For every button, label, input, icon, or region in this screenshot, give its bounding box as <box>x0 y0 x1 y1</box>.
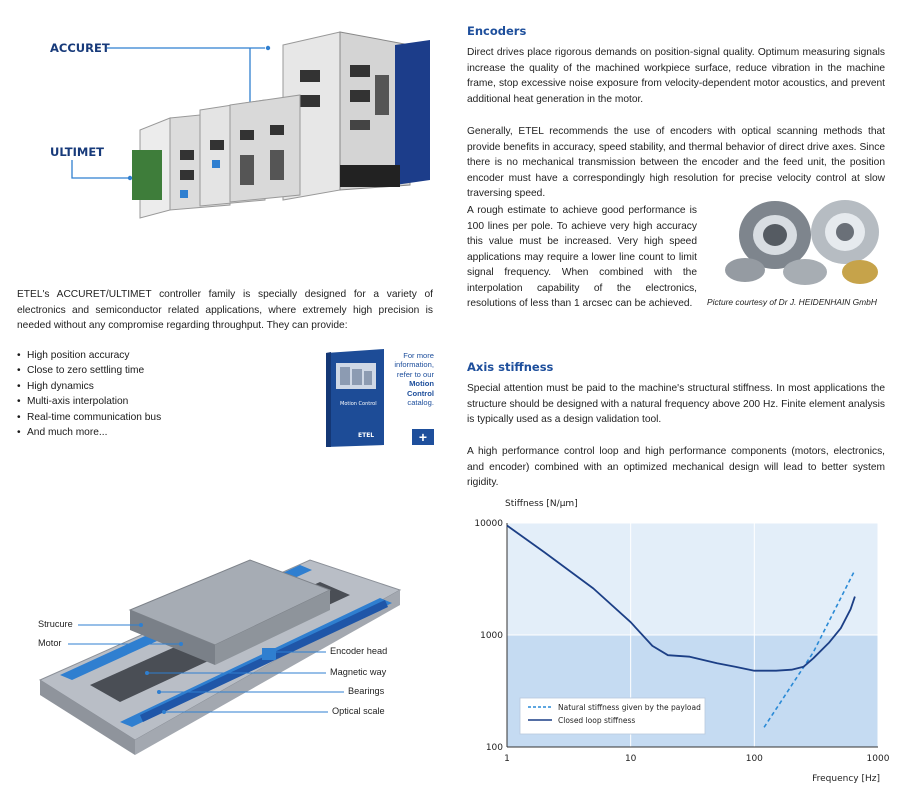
list-item: Multi-axis interpolation <box>17 394 237 409</box>
list-item: Close to zero settling time <box>17 363 237 378</box>
legend-label: Natural stiffness given by the payload <box>558 703 701 712</box>
label-bearings: Bearings <box>348 686 385 696</box>
encoders-paragraph-1: Direct drives place rigorous demands on … <box>467 47 885 105</box>
encoders-paragraph-2: Generally, ETEL recommends the use of en… <box>467 126 885 199</box>
axis-stiffness-heading: Axis stiffness <box>467 360 554 374</box>
label-magnetic-way: Magnetic way <box>330 667 387 677</box>
feature-list: High position accuracy Close to zero set… <box>17 348 237 440</box>
accuret-label: ACCURET <box>50 41 110 55</box>
list-item: High dynamics <box>17 379 237 394</box>
label-structure: Strucure <box>38 619 73 629</box>
x-axis-label: Frequency [Hz] <box>812 774 880 784</box>
chart-legend <box>519 697 706 735</box>
y-tick-label: 100 <box>486 743 503 753</box>
legend-label: Closed loop stiffness <box>558 716 635 725</box>
photo-caption: Picture courtesy of Dr J. HEIDENHAIN Gmb… <box>707 297 877 307</box>
y-axis-label: Stiffness [N/µm] <box>505 499 578 509</box>
list-item: And much more... <box>17 425 237 440</box>
axis-paragraph-1: Special attention must be paid to the ma… <box>467 383 885 425</box>
label-optical-scale: Optical scale <box>332 706 385 716</box>
ultimet-label: ULTIMET <box>50 145 105 159</box>
x-tick-label: 100 <box>746 754 763 764</box>
catalog-cover-image: Motion Control ETEL <box>326 349 384 447</box>
intro-paragraph: ETEL's ACCURET/ULTIMET controller family… <box>17 289 433 331</box>
catalog-promo[interactable]: Motion Control ETEL For more information… <box>322 349 434 449</box>
controller-units-illustration <box>71 31 430 219</box>
ultimet-units <box>132 94 301 219</box>
more-info-button[interactable]: + <box>412 429 434 445</box>
encoders-heading: Encoders <box>467 24 527 38</box>
linear-stage-illustration <box>38 559 402 755</box>
x-tick-label: 10 <box>625 754 637 764</box>
accuret-units <box>282 31 430 201</box>
catalog-cover-title: Motion Control <box>340 401 377 407</box>
axis-paragraph-2: A high performance control loop and high… <box>467 446 885 488</box>
y-tick-label: 10000 <box>474 519 503 529</box>
encoder-rings-illustration <box>725 200 879 285</box>
controller-product-photo <box>0 0 445 240</box>
linear-stage-image <box>0 510 445 760</box>
x-tick-label: 1 <box>504 754 510 764</box>
list-item: High position accuracy <box>17 348 237 363</box>
promo-text: For more information, refer to our Motio… <box>394 351 434 408</box>
y-tick-label: 1000 <box>480 631 503 641</box>
encoder-photo <box>705 190 887 294</box>
catalog-brand: ETEL <box>358 432 374 439</box>
label-motor: Motor <box>38 638 62 648</box>
encoders-paragraph-3: A rough estimate to achieve good perform… <box>467 205 697 309</box>
list-item: Real-time communication bus <box>17 410 237 425</box>
chart-band-upper <box>507 523 878 635</box>
x-tick-label: 1000 <box>867 754 890 764</box>
series-natural-stiffness <box>763 569 856 728</box>
label-encoder-head: Encoder head <box>330 646 388 656</box>
series-closed-loop-stiffness <box>506 524 856 672</box>
